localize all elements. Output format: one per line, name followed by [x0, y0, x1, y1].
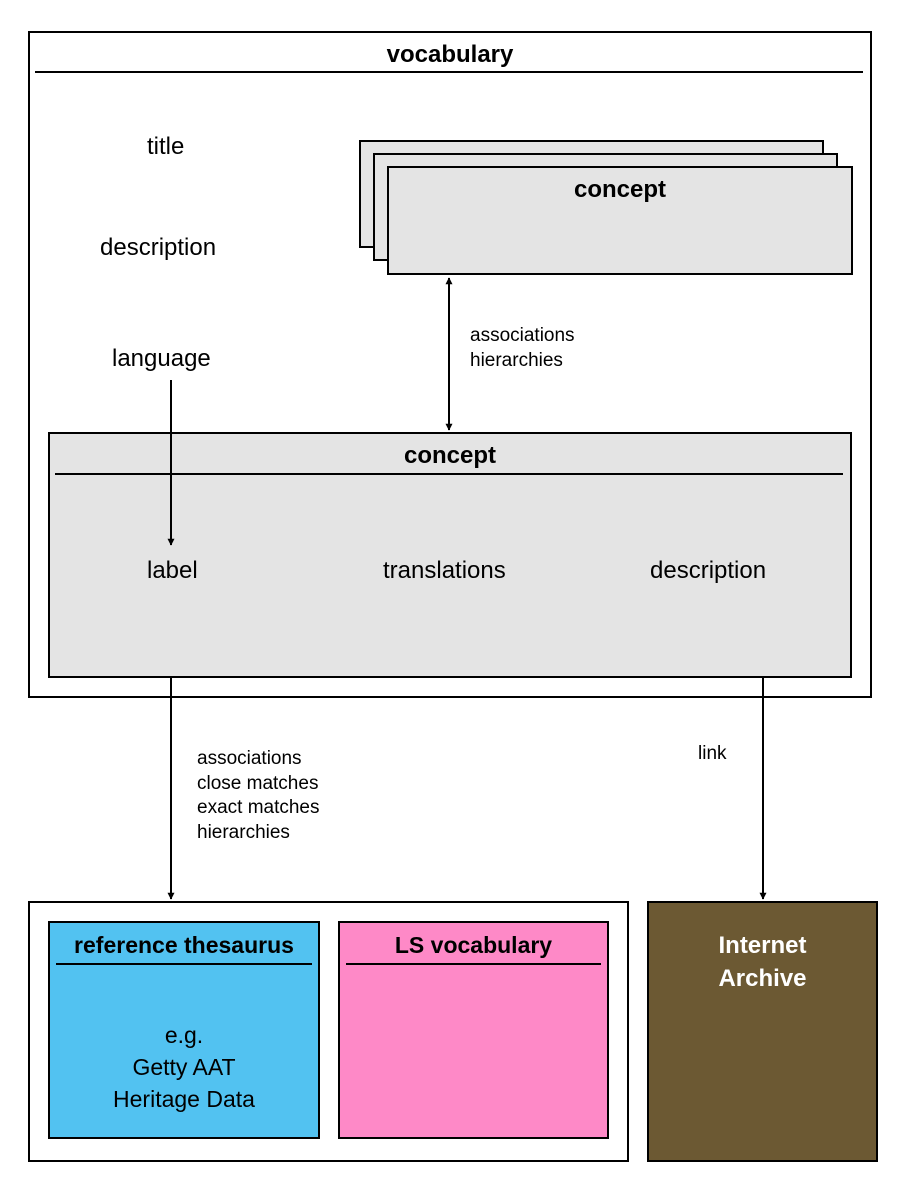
reference-thesaurus-box: reference thesaurus e.g. Getty AAT Herit…	[48, 921, 320, 1139]
reference-thesaurus-example-heritage-data: Heritage Data	[113, 1086, 255, 1112]
vocabulary-title-field: title	[147, 133, 185, 160]
reference-thesaurus-examples: e.g. Getty AAT Heritage Data	[50, 1019, 318, 1115]
reference-thesaurus-heading-rule	[56, 963, 312, 965]
vocabulary-description-field: description	[100, 234, 217, 261]
concept-stack-heading: concept	[573, 176, 666, 203]
concept-relation-line-associations: associations	[470, 325, 575, 346]
ls-vocabulary-heading-rule	[346, 963, 601, 965]
concept-description-field: description	[650, 557, 767, 584]
internet-archive-title-line-2: Archive	[718, 965, 807, 992]
concept-box: concept	[48, 432, 852, 678]
concept-relation-label: associations hierarchies	[470, 324, 575, 373]
external-relation-associations: associations	[197, 748, 302, 769]
vocabulary-language-field: language	[112, 345, 211, 372]
internet-archive-title-line-1: Internet	[718, 932, 807, 959]
internet-archive-box: Internet Archive	[647, 901, 878, 1162]
vocabulary-box: vocabulary	[28, 31, 872, 698]
concept-heading: concept	[403, 442, 496, 469]
concept-heading-rule	[55, 473, 843, 475]
ls-vocabulary-heading: LS vocabulary	[394, 932, 553, 958]
vocabulary-heading: vocabulary	[386, 41, 514, 68]
external-relation-close-matches: close matches	[197, 772, 319, 794]
external-relations-label: associations close matches exact matches…	[197, 747, 320, 845]
concept-translations-field: translations	[383, 557, 506, 584]
external-relation-hierarchies: hierarchies	[197, 821, 290, 843]
reference-thesaurus-example-intro: e.g.	[164, 1022, 204, 1048]
thesauri-container	[28, 901, 629, 1162]
internet-archive-title: Internet Archive	[649, 929, 876, 995]
external-relation-exact-matches: exact matches	[197, 797, 320, 818]
vocabulary-heading-rule	[35, 71, 863, 73]
reference-thesaurus-example-getty-aat: Getty AAT	[132, 1054, 236, 1080]
concept-label-field: label	[147, 557, 198, 584]
concept-stack-card-front: concept	[387, 166, 853, 275]
reference-thesaurus-heading: reference thesaurus	[74, 932, 294, 958]
concept-relation-line-hierarchies: hierarchies	[470, 349, 563, 371]
ls-vocabulary-box: LS vocabulary	[338, 921, 609, 1139]
archive-link-label: link	[698, 743, 727, 764]
